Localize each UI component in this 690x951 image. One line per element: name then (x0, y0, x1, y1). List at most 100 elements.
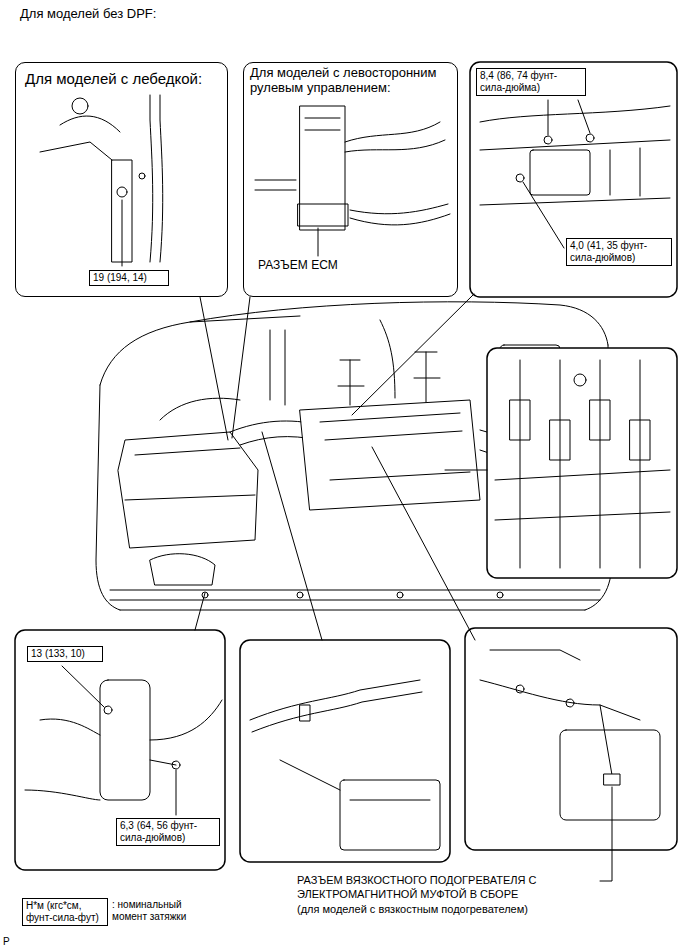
leader-line (445, 470, 487, 471)
air-hose (280, 760, 430, 800)
heater-pipe (604, 774, 620, 785)
inset-frame (15, 630, 225, 870)
air-hose (250, 680, 422, 732)
ecm-connector (255, 106, 450, 256)
engine-bay (338, 360, 364, 405)
filter-hose (40, 700, 222, 740)
engine-top-detail (548, 100, 590, 135)
engine-bay (190, 302, 608, 345)
leader-line (195, 294, 612, 881)
torque-value: 4,0 (41, 35 фунт-сила-дюймов) (566, 238, 672, 266)
leader-line (352, 294, 474, 415)
engine-top-detail (480, 106, 670, 122)
heater-pipe (516, 685, 524, 693)
inset-frame (487, 348, 677, 578)
inset-panel: Для моделей с левосторонним рулевым упра… (243, 62, 458, 297)
leader-line (600, 787, 612, 881)
engine-top-detail (544, 136, 552, 144)
filter-hose (25, 666, 222, 815)
legend-text: : номинальный момент затяжки (112, 899, 212, 923)
figure-code: P (3, 936, 23, 948)
torque-text: 6,3 (64, 56 фунт-сила-дюймов) (120, 820, 216, 844)
air-hose (300, 705, 310, 721)
filter-hose (176, 770, 177, 815)
engine-bay (96, 385, 120, 610)
winch-bracket (72, 98, 88, 114)
engine-top-detail (516, 174, 524, 182)
injector-detail (550, 420, 570, 460)
engine-bay (118, 432, 258, 548)
engine-top-detail (523, 182, 564, 248)
air-hose (340, 780, 440, 850)
filter-hose (104, 706, 112, 714)
leader-line (232, 297, 250, 438)
torque-value: 19 (194, 14) (89, 270, 169, 286)
torque-text: 8,4 (86, 74 фунт-сила-дюйма) (480, 70, 582, 94)
engine-bay (125, 448, 255, 500)
engine-top-detail (530, 150, 590, 195)
torque-text: 19 (194, 14) (93, 272, 165, 284)
torque-text: 4,0 (41, 35 фунт-сила-дюймов) (570, 240, 668, 264)
winch-bracket (139, 173, 145, 179)
air-hose (250, 680, 440, 850)
ecm-connector (350, 204, 450, 225)
engine-top-detail (586, 134, 594, 142)
figure-title: Для моделей без DPF: (20, 6, 156, 22)
engine-bay (150, 554, 215, 585)
inset-panel: Для моделей с лебедкой: 19 (194, 14) (15, 62, 228, 297)
filter-hose (100, 680, 150, 800)
inset-frame (15, 62, 677, 870)
engine-bay (414, 352, 440, 402)
ecm-connector (318, 228, 319, 256)
winch-bracket (150, 95, 163, 262)
leader-line (195, 593, 205, 630)
torque-value: 8,4 (86, 74 фунт-сила-дюйма) (476, 68, 586, 96)
injector-detail (495, 470, 670, 520)
engine-bay (297, 592, 303, 598)
torque-text: Н*м (кгс*см, фунт-сила-фут) (26, 900, 104, 924)
injector-detail (630, 420, 650, 460)
illustration-group (15, 62, 677, 881)
engine-top-detail (480, 140, 670, 205)
torque-value: 6,3 (64, 56 фунт-сила-дюймов) (116, 818, 220, 846)
legend-sample: Н*м (кгс*см, фунт-сила-фут) (22, 898, 108, 926)
heater-pipe (560, 730, 660, 820)
engine-bay (397, 592, 403, 598)
part-label: РАЗЪЕМ ECM (258, 259, 338, 273)
engine-bay (160, 398, 240, 420)
inset-frame (240, 640, 450, 862)
winch-bracket (122, 200, 123, 266)
winch-bracket (40, 95, 163, 266)
heater-pipe (490, 650, 580, 660)
heater-pipe (566, 699, 574, 707)
ecm-connector (255, 180, 296, 190)
leader-line (262, 432, 322, 640)
engine-bay (300, 400, 480, 510)
injector-detail (590, 400, 610, 440)
heater-pipe (480, 650, 660, 820)
inset-heading: Для моделей с лебедкой: (25, 70, 202, 87)
part-label: РАЗЪЕМ ВЯЗКОСТНОГО ПОДОГРЕВАТЕЛЯ С ЭЛЕКТ… (297, 873, 597, 901)
winch-bracket (40, 116, 120, 160)
ecm-connector (298, 204, 348, 226)
injector-detail (495, 360, 670, 568)
ecm-connector (345, 122, 445, 152)
filter-hose (150, 760, 176, 765)
injector-detail (510, 400, 530, 440)
torque-text: 13 (133, 10) (31, 648, 99, 660)
leader-line (200, 297, 228, 440)
injector-detail (520, 360, 640, 568)
note-label: (для моделей с вязкостным подогревателем… (297, 902, 597, 916)
leader-line (372, 447, 475, 640)
engine-top-detail (480, 100, 670, 248)
inset-frame (465, 628, 677, 850)
inset-heading: Для моделей с левосторонним рулевым упра… (250, 66, 450, 96)
inset-frame (470, 62, 677, 297)
injector-detail (574, 374, 586, 386)
engine-top-detail (610, 148, 640, 196)
ecm-connector (305, 118, 340, 130)
engine-bay (270, 320, 395, 405)
filter-hose (25, 790, 100, 800)
